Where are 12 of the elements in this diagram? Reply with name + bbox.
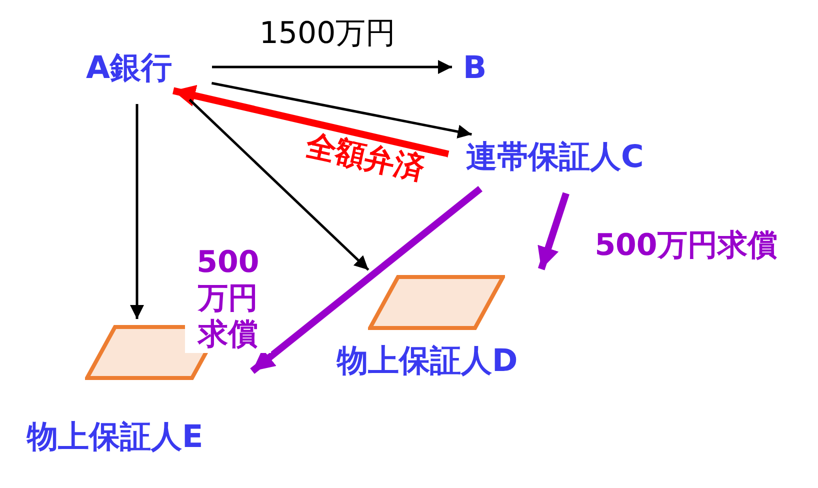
- arrow: [250, 186, 482, 374]
- arrow: [211, 82, 472, 139]
- party-label: 物上保証人E: [27, 422, 204, 453]
- arrow: [538, 192, 570, 270]
- party-label: A銀行: [86, 53, 172, 84]
- party-label: 物上保証人D: [337, 346, 518, 377]
- arrow: [212, 60, 452, 74]
- arrow: [130, 104, 144, 319]
- party-label: 連帯保証人C: [466, 142, 644, 173]
- party-label: B: [463, 53, 487, 84]
- arrow: [172, 84, 450, 158]
- arrow: [188, 98, 370, 271]
